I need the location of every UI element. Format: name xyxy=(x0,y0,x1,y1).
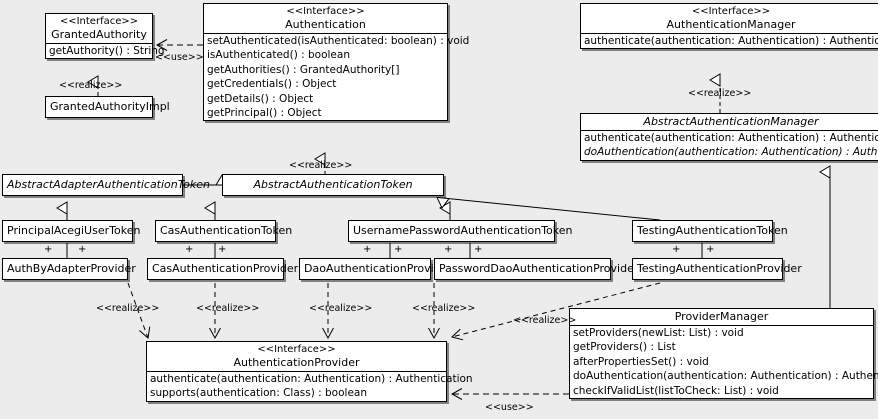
class-header: AbstractAuthenticationManager xyxy=(581,114,878,130)
edge-generalize-testing-authentication-token xyxy=(436,196,661,221)
methods-compartment: authenticate(authentication: Authenticat… xyxy=(581,131,878,160)
label-realize-dao-authentication-provider: <<realize>> xyxy=(309,303,373,314)
multiplicity-testing-left: + xyxy=(672,244,681,255)
method-get-credentials: getCredentials() : Object xyxy=(207,78,337,91)
label-realize-cas-authentication-provider: <<realize>> xyxy=(196,303,260,314)
class-principal-acegi-user-token[interactable]: PrincipalAcegiUserToken xyxy=(2,220,141,242)
class-dao-authentication-provider[interactable]: DaoAuthenticationProvider xyxy=(299,258,452,280)
compartment-divider xyxy=(46,43,152,44)
label-realize-authentication-manager: <<realize>> xyxy=(688,88,752,99)
methods-compartment: setProviders(newList: List) : void getPr… xyxy=(570,326,878,398)
label-use-provider-manager-authentication-provider: <<use>> xyxy=(485,402,534,413)
class-auth-by-adapter-provider[interactable]: AuthByAdapterProvider xyxy=(2,258,136,280)
class-name: UsernamePasswordAuthenticationToken xyxy=(353,224,573,237)
method-is-authenticated: isAuthenticated() : boolean xyxy=(207,49,350,62)
class-header: <<Interface>> AuthenticationProvider xyxy=(147,342,446,371)
stereotype-label: <<Interface>> xyxy=(691,6,771,17)
method-do-authentication: doAuthentication(authentication: Authent… xyxy=(573,370,878,383)
class-name: PrincipalAcegiUserToken xyxy=(7,224,141,237)
method-get-providers: getProviders() : List xyxy=(573,341,676,354)
stereotype-label: <<Interface>> xyxy=(286,6,365,17)
class-name: AuthenticationManager xyxy=(666,18,796,31)
methods-compartment: getAuthority() : String xyxy=(46,44,165,58)
class-password-dao-authentication-provider[interactable]: PasswordDaoAuthenticationProvider xyxy=(434,258,639,280)
compartment-divider xyxy=(581,130,878,131)
method-authenticate: authenticate(authentication: Authenticat… xyxy=(584,35,878,47)
class-name: AbstractAuthenticationManager xyxy=(643,115,819,128)
label-use-authentication-granted-authority: <<use>> xyxy=(155,52,204,63)
class-header: ProviderManager xyxy=(570,309,873,325)
class-authentication[interactable]: <<Interface>> Authentication setAuthenti… xyxy=(203,3,470,122)
methods-compartment: authenticate(authentication: Authenticat… xyxy=(147,372,473,401)
class-cas-authentication-token[interactable]: CasAuthenticationToken xyxy=(155,220,293,242)
class-name: AbstractAuthenticationToken xyxy=(253,178,413,191)
class-provider-manager[interactable]: ProviderManager setProviders(newList: Li… xyxy=(569,308,878,400)
class-name: CasAuthenticationToken xyxy=(160,224,293,237)
class-granted-authority-impl[interactable]: GrantedAuthorityImpl xyxy=(45,96,170,118)
method-get-authorities: getAuthorities() : GrantedAuthority[] xyxy=(207,63,400,76)
class-name: GrantedAuthorityImpl xyxy=(50,100,170,113)
multiplicity-cas-right: + xyxy=(218,244,227,255)
class-abstract-authentication-token[interactable]: AbstractAuthenticationToken xyxy=(222,174,444,196)
class-header: <<Interface>> Authentication xyxy=(204,4,447,33)
multiplicity-testing-right: + xyxy=(706,244,715,255)
class-authentication-provider[interactable]: <<Interface>> AuthenticationProvider aut… xyxy=(146,341,473,402)
class-testing-authentication-token[interactable]: TestingAuthenticationToken xyxy=(632,220,788,242)
method-set-providers: setProviders(newList: List) : void xyxy=(573,327,744,339)
multiplicity-userpass-a-right: + xyxy=(394,244,403,255)
label-realize-password-dao-authentication-provider: <<realize>> xyxy=(412,303,476,314)
multiplicity-principal-left: + xyxy=(44,244,53,255)
class-name: ProviderManager xyxy=(674,310,769,323)
multiplicity-userpass-b-left: + xyxy=(444,244,453,255)
class-header: <<Interface>> GrantedAuthority xyxy=(46,14,152,43)
class-name: GrantedAuthority xyxy=(51,28,147,41)
multiplicity-cas-left: + xyxy=(185,244,194,255)
method-do-authentication: doAuthentication(authentication: Authent… xyxy=(584,146,878,159)
class-header: <<Interface>> AuthenticationManager xyxy=(581,4,878,33)
compartment-divider xyxy=(581,33,878,34)
class-authentication-manager[interactable]: <<Interface>> AuthenticationManager auth… xyxy=(580,3,878,50)
class-name: AuthByAdapterProvider xyxy=(7,262,136,275)
method-supports: supports(authentication: Class) : boolea… xyxy=(150,387,367,400)
multiplicity-userpass-a-left: + xyxy=(363,244,372,255)
compartment-divider xyxy=(570,325,873,326)
class-granted-authority[interactable]: <<Interface>> GrantedAuthority getAuthor… xyxy=(45,13,165,60)
class-username-password-authentication-token[interactable]: UsernamePasswordAuthenticationToken xyxy=(348,220,573,242)
method-set-authenticated: setAuthenticated(isAuthenticated: boolea… xyxy=(207,35,470,47)
class-name: AuthenticationProvider xyxy=(233,356,360,369)
label-realize-auth-by-adapter-provider: <<realize>> xyxy=(96,303,160,314)
compartment-divider xyxy=(147,371,446,372)
label-realize-abstract-authentication-token: <<realize>> xyxy=(289,160,353,171)
stereotype-label: <<Interface>> xyxy=(59,16,139,27)
class-name: PasswordDaoAuthenticationProvider xyxy=(439,262,639,275)
class-name: AbstractAdapterAuthenticationToken xyxy=(7,178,210,191)
label-realize-provider-manager: <<realize>> xyxy=(513,315,577,326)
class-name: TestingAuthenticationToken xyxy=(637,224,788,237)
method-get-principal: getPrincipal() : Object xyxy=(207,107,322,120)
method-authenticate: authenticate(authentication: Authenticat… xyxy=(150,373,473,385)
method-check-if-valid-list: checkIfValidList(listToCheck: List) : vo… xyxy=(573,384,779,397)
class-testing-authentication-provider[interactable]: TestingAuthenticationProvider xyxy=(632,258,802,280)
label-realize-granted-authority-impl: <<realize>> xyxy=(59,80,123,91)
class-abstract-adapter-authentication-token[interactable]: AbstractAdapterAuthenticationToken xyxy=(2,174,210,196)
methods-compartment: setAuthenticated(isAuthenticated: boolea… xyxy=(204,34,470,120)
method-after-properties-set: afterPropertiesSet() : void xyxy=(573,355,709,368)
compartment-divider xyxy=(204,33,447,34)
class-name: TestingAuthenticationProvider xyxy=(637,262,802,275)
class-cas-authentication-provider[interactable]: CasAuthenticationProvider xyxy=(147,258,299,280)
class-name: CasAuthenticationProvider xyxy=(152,262,299,275)
method-authenticate: authenticate(authentication: Authenticat… xyxy=(584,132,878,144)
multiplicity-userpass-b-right: + xyxy=(474,244,483,255)
multiplicity-principal-right: + xyxy=(78,244,87,255)
method-get-details: getDetails() : Object xyxy=(207,92,314,105)
class-name: Authentication xyxy=(285,18,366,31)
method-get-authority: getAuthority() : String xyxy=(49,45,165,57)
class-abstract-authentication-manager[interactable]: AbstractAuthenticationManager authentica… xyxy=(580,113,878,161)
stereotype-label: <<Interface>> xyxy=(257,344,336,355)
methods-compartment: authenticate(authentication: Authenticat… xyxy=(581,34,878,48)
class-name: DaoAuthenticationProvider xyxy=(304,262,452,275)
